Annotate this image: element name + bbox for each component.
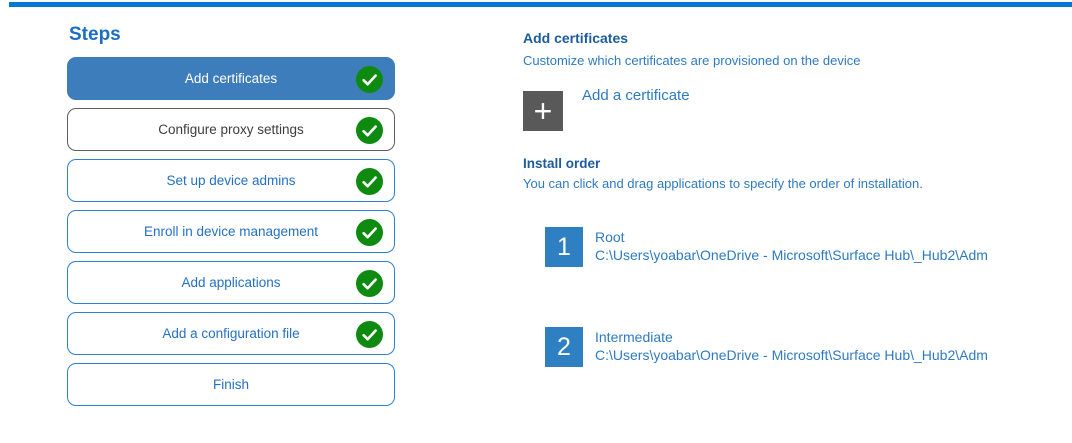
page-subtitle: Customize which certificates are provisi…: [523, 53, 861, 68]
check-circle-icon: [356, 219, 383, 246]
certificate-path: C:\Users\yoabar\OneDrive - Microsoft\Sur…: [595, 347, 988, 363]
check-circle-icon: [356, 66, 383, 93]
page-title: Add certificates: [523, 30, 629, 46]
order-number: 2: [557, 332, 571, 361]
check-circle-icon: [356, 270, 383, 297]
add-certificates-panel: Add certificates Customize which certifi…: [523, 0, 1072, 443]
step-label: Enroll in device management: [143, 224, 319, 239]
order-number-badge: 1: [545, 227, 583, 267]
accent-bar: [9, 2, 1072, 7]
step-finish[interactable]: Finish: [67, 363, 395, 406]
certificate-path: C:\Users\yoabar\OneDrive - Microsoft\Sur…: [595, 247, 988, 263]
step-add-applications[interactable]: Add applications: [67, 261, 395, 304]
step-label: Set up device admins: [166, 173, 296, 188]
step-add-certificates[interactable]: Add certificates: [67, 57, 395, 100]
install-order-hint: You can click and drag applications to s…: [523, 176, 923, 191]
step-add-a-configuration-file[interactable]: Add a configuration file: [67, 312, 395, 355]
install-order-title: Install order: [523, 156, 601, 171]
order-number-badge: 2: [545, 327, 583, 367]
order-number: 1: [557, 232, 571, 261]
add-certificate-row: + Add a certificate: [523, 87, 690, 131]
step-label: Add applications: [181, 275, 281, 290]
check-circle-icon: [356, 321, 383, 348]
steps-panel-title: Steps: [69, 24, 121, 45]
install-order-item-root[interactable]: 1 Root C:\Users\yoabar\OneDrive - Micros…: [545, 227, 988, 267]
steps-panel: Steps Add certificates Configure proxy s…: [67, 24, 395, 414]
step-label: Finish: [212, 377, 249, 392]
add-certificate-button[interactable]: +: [523, 91, 563, 131]
step-label: Configure proxy settings: [158, 122, 304, 137]
certificate-name: Intermediate: [595, 329, 673, 345]
step-label: Add certificates: [184, 71, 278, 86]
step-enroll-in-device-management[interactable]: Enroll in device management: [67, 210, 395, 253]
step-configure-proxy-settings[interactable]: Configure proxy settings: [67, 108, 395, 151]
add-certificate-label: Add a certificate: [582, 87, 690, 104]
install-order-item-intermediate[interactable]: 2 Intermediate C:\Users\yoabar\OneDrive …: [545, 327, 988, 367]
step-set-up-device-admins[interactable]: Set up device admins: [67, 159, 395, 202]
plus-icon: +: [533, 93, 553, 129]
check-circle-icon: [356, 117, 383, 144]
step-label: Add a configuration file: [162, 326, 300, 341]
order-item-text: Intermediate C:\Users\yoabar\OneDrive - …: [595, 327, 988, 364]
check-circle-icon: [356, 168, 383, 195]
order-item-text: Root C:\Users\yoabar\OneDrive - Microsof…: [595, 227, 988, 264]
certificate-name: Root: [595, 229, 625, 245]
